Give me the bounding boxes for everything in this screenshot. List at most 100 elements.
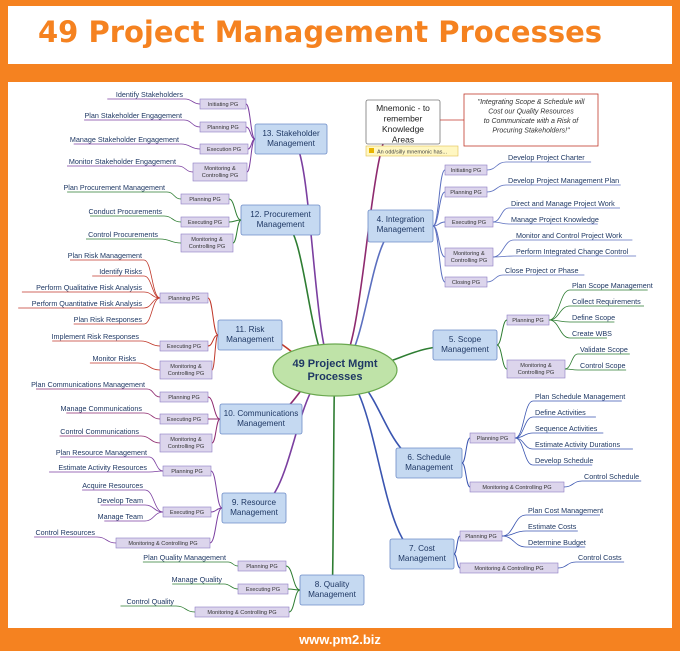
pg-label-quality-planning-pg: Planning PG — [246, 564, 277, 570]
process-control-schedule: Control Schedule — [584, 472, 639, 481]
connector-line — [563, 480, 583, 488]
pg-label-procurement-planning-pg: Planning PG — [189, 197, 220, 203]
connector-line — [96, 536, 117, 544]
connector-line — [143, 291, 161, 299]
process-plan-quality-management: Plan Quality Management — [143, 553, 226, 562]
process-identify-stakeholders: Identify Stakeholders — [116, 90, 184, 99]
mnemonic-note — [365, 145, 459, 157]
pg-label-resource-executing-pg: Executing PG — [170, 510, 204, 516]
connector-line — [144, 504, 164, 513]
connector-line — [148, 456, 164, 472]
area-risk — [18, 259, 283, 380]
connector-line — [461, 437, 471, 464]
connector-line — [207, 297, 219, 336]
connector-line — [492, 207, 510, 223]
footer-website: www.pm2.biz — [299, 632, 381, 647]
pg-label-integration-planning-pg: Planning PG — [450, 190, 481, 196]
connector-line — [207, 396, 221, 420]
process-manage-communications: Manage Communications — [61, 404, 143, 413]
pg-label-procurement-executing-pg: Executing PG — [188, 220, 222, 226]
pg-label-schedule-planning-pg: Planning PG — [477, 436, 508, 442]
connector-line — [228, 219, 242, 223]
connector-line — [207, 334, 219, 347]
header-banner: 49 Project Management Processes — [8, 6, 672, 64]
pg-label-quality-executing-pg: Executing PG — [246, 587, 280, 593]
connector-line — [184, 98, 201, 105]
connector-line — [144, 489, 164, 513]
process-develop-schedule: Develop Schedule — [535, 456, 593, 465]
connector-line — [514, 437, 534, 466]
connector-line — [501, 535, 527, 548]
pg-label-stakeholder-monitoring-and-controlling-pg: Monitoring &Controlling PG — [202, 166, 238, 179]
connector-line — [209, 507, 223, 544]
process-plan-schedule-management: Plan Schedule Management — [535, 392, 625, 401]
note-icon — [369, 148, 374, 153]
connector-line — [453, 553, 461, 569]
connector-line — [183, 119, 201, 128]
pg-label-communications-planning-pg: Planning PG — [168, 395, 199, 401]
pg-label-stakeholder-execution-pg: Execution PG — [207, 147, 241, 153]
connector-line — [232, 219, 242, 244]
connector-line — [210, 470, 223, 509]
process-direct-and-manage-project-work: Direct and Manage Project Work — [511, 199, 615, 208]
connector-line — [486, 161, 507, 171]
process-plan-scope-management: Plan Scope Management — [572, 281, 653, 290]
process-estimate-activity-resources: Estimate Activity Resources — [58, 463, 147, 472]
connector-line — [148, 470, 164, 473]
connector-line — [548, 305, 571, 321]
process-control-communications: Control Communications — [60, 427, 139, 436]
connector-line — [166, 191, 182, 200]
pg-label-risk-planning-pg: Planning PG — [168, 296, 199, 302]
process-estimate-activity-durations: Estimate Activity Durations — [535, 440, 620, 449]
connector-line — [143, 297, 161, 325]
pg-label-cost-planning-pg: Planning PG — [465, 534, 496, 540]
connector-line — [432, 225, 446, 283]
process-validate-scope: Validate Scope — [580, 345, 628, 354]
pg-label-quality-monitoring-and-controlling-pg: Monitoring & Controlling PG — [207, 610, 276, 616]
pg-label-resource-planning-pg: Planning PG — [171, 469, 202, 475]
pg-label-communications-monitoring-and-controlling-pg: Monitoring &Controlling PG — [168, 437, 204, 450]
connector-line — [137, 362, 161, 371]
connector-line — [486, 184, 507, 193]
pg-label-stakeholder-initiating-pg: Initiating PG — [208, 102, 238, 108]
process-develop-project-charter: Develop Project Charter — [508, 153, 585, 162]
process-conduct-procurements: Conduct Procurements — [88, 207, 162, 216]
process-sequence-activities: Sequence Activities — [535, 424, 598, 433]
central-node — [272, 343, 398, 397]
connector-line — [146, 388, 161, 398]
connector-line — [143, 297, 161, 309]
process-estimate-costs: Estimate Costs — [528, 522, 577, 531]
connector-line — [501, 530, 527, 537]
connector-line — [288, 589, 301, 613]
connector-line — [140, 435, 161, 444]
pg-label-integration-monitoring-and-controlling-pg: Monitoring &Controlling PG — [451, 251, 487, 264]
process-manage-project-knowledge: Manage Project Knowledge — [511, 215, 599, 224]
area-resource — [34, 456, 287, 549]
process-plan-cost-management: Plan Cost Management — [528, 506, 603, 515]
pg-label-scope-monitoring-and-controlling-pg: Monitoring &Controlling PG — [518, 363, 554, 376]
process-control-procurements: Control Procurements — [88, 230, 158, 239]
pg-label-cost-monitoring-and-controlling-pg: Monitoring & Controlling PG — [474, 566, 543, 572]
connector-line — [140, 340, 161, 347]
process-implement-risk-responses: Implement Risk Responses — [52, 332, 140, 341]
connector-line — [486, 274, 504, 283]
connector-line — [287, 588, 301, 591]
connector-line — [564, 368, 579, 371]
connector-line — [548, 289, 571, 321]
process-plan-procurement-management: Plan Procurement Management — [64, 183, 165, 192]
process-control-scope: Control Scope — [580, 361, 626, 370]
connector-line — [143, 259, 161, 299]
mnemonic-quote-box — [463, 93, 599, 147]
process-control-quality: Control Quality — [126, 597, 174, 606]
connector-line — [285, 565, 301, 591]
process-perform-qualitative-risk-analysis: Perform Qualitative Risk Analysis — [36, 283, 142, 292]
process-close-project-or-phase: Close Project or Phase — [505, 266, 579, 275]
